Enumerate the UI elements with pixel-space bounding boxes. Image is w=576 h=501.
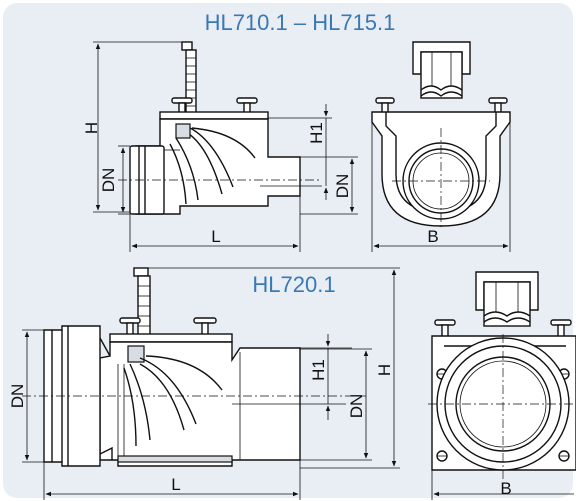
- top-side-view: [93, 41, 358, 252]
- bottom-front-view: [428, 271, 576, 500]
- top-label-H: H: [82, 122, 101, 134]
- top-label-H1: H1: [307, 122, 326, 144]
- bottom-label-DN-left: DN: [8, 384, 27, 409]
- top-label-L: L: [211, 227, 220, 246]
- bottom-label-L: L: [171, 475, 180, 494]
- bottom-label-H: H: [375, 364, 394, 376]
- bottom-label-DN-right: DN: [347, 394, 366, 419]
- top-front-view: [371, 41, 511, 252]
- bottom-label-B: B: [500, 479, 511, 498]
- top-label-DN-left: DN: [99, 168, 118, 193]
- title-bottom: HL720.1: [252, 272, 335, 297]
- top-label-DN-right: DN: [333, 174, 352, 199]
- bottom-side-view: [22, 267, 400, 500]
- top-label-B: B: [427, 227, 438, 246]
- bottom-label-H1: H1: [309, 359, 328, 381]
- title-top: HL710.1 – HL715.1: [205, 10, 396, 35]
